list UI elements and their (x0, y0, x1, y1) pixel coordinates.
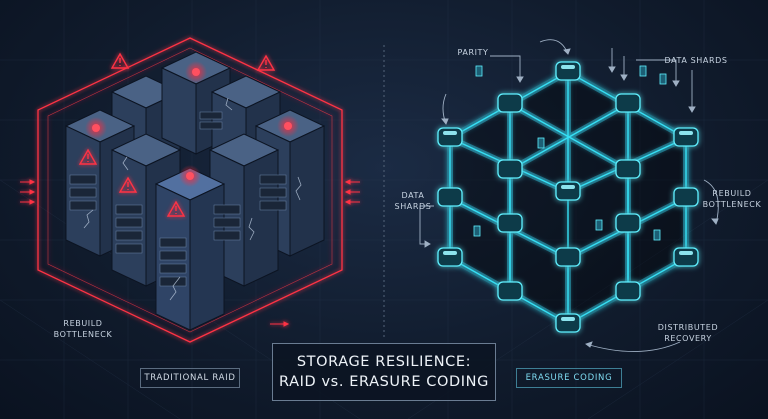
distributed-recovery-line1: DISTRIBUTED (657, 323, 719, 332)
erasure-rebuild-line2: BOTTLENECK (702, 200, 762, 209)
raid-outline (37, 37, 343, 343)
title-panel: STORAGE RESILIENCE: RAID vs. ERASURE COD… (272, 343, 496, 401)
raid-rebuild-bottleneck-label: REBUILD BOTTLENECK (38, 318, 128, 340)
raid-cracks (83, 97, 302, 301)
distributed-recovery-line2: RECOVERY (664, 334, 712, 343)
traditional-raid-tag: TRADITIONAL RAID (140, 368, 240, 388)
parity-label: PARITY (448, 47, 498, 58)
data-shards-left-line2: SHARDS (394, 202, 432, 211)
traditional-raid-label: TRADITIONAL RAID (144, 373, 236, 383)
parity-label-text: PARITY (457, 48, 489, 57)
data-shards-top-text: DATA SHARDS (664, 56, 728, 65)
data-shard-icon (473, 65, 667, 241)
data-shards-left-line1: DATA (401, 191, 425, 200)
distributed-recovery-label: DISTRIBUTED RECOVERY (646, 322, 730, 344)
data-shards-left-label: DATA SHARDS (388, 190, 438, 212)
data-shards-top-label: DATA SHARDS (656, 55, 736, 66)
title-line-2: RAID vs. ERASURE CODING (279, 374, 489, 390)
raid-callout-line1: REBUILD (63, 319, 103, 328)
erasure-coding-label: ERASURE CODING (525, 373, 613, 383)
erasure-rebuild-line1: REBUILD (712, 189, 752, 198)
raid-callout-line2: BOTTLENECK (53, 330, 113, 339)
raid-drive-bays (69, 111, 287, 287)
raid-server-stack (64, 51, 326, 331)
erasure-node-highlights (443, 65, 693, 321)
alarm-light-icon (85, 61, 299, 187)
warning-triangle-icon (78, 52, 276, 217)
erasure-callout-arrows (419, 39, 719, 352)
erasure-rebuild-bottleneck-label: REBUILD BOTTLENECK (700, 188, 764, 210)
raid-arrows (20, 179, 360, 327)
title-line-1: STORAGE RESILIENCE: (296, 354, 472, 370)
erasure-coding-tag: ERASURE CODING (516, 368, 622, 388)
